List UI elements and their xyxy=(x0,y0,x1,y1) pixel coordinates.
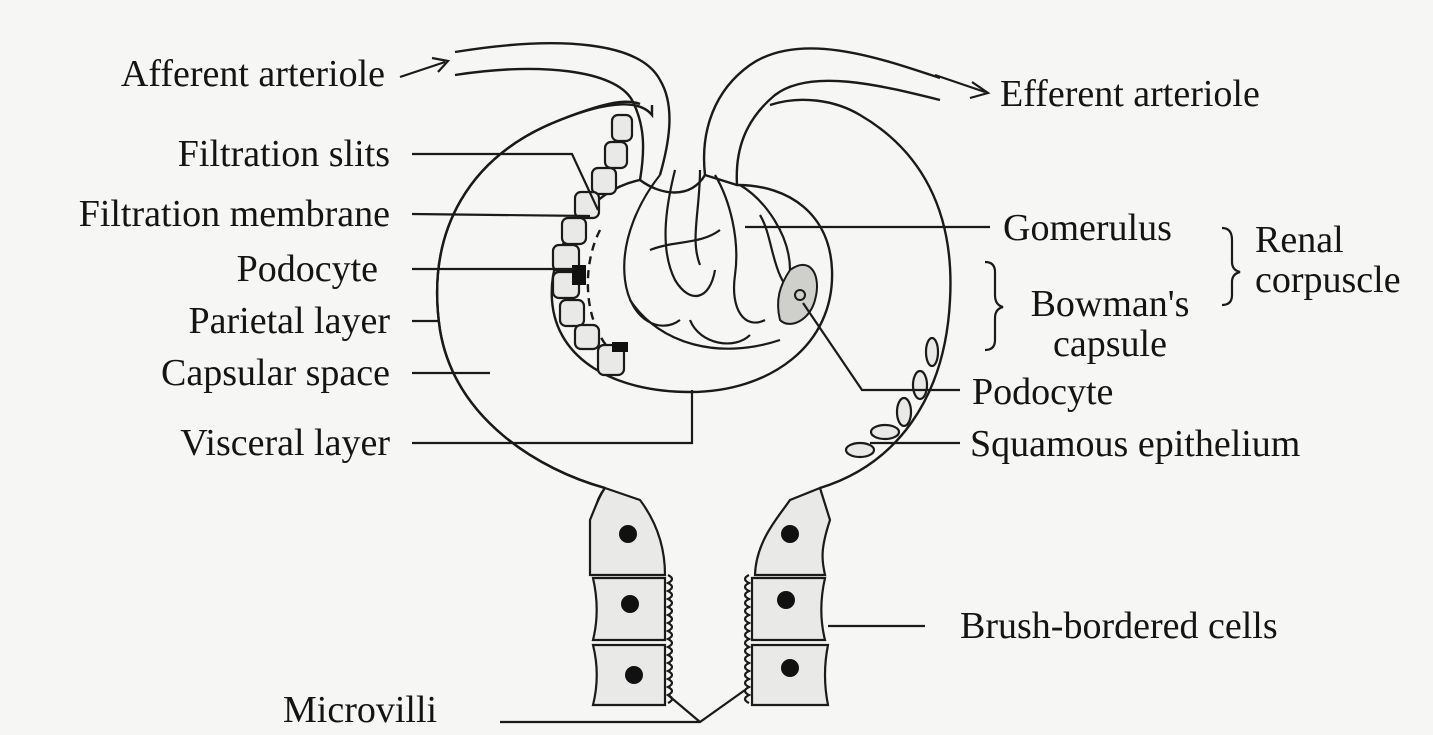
label-afferent-arteriole: Afferent arteriole xyxy=(40,52,385,96)
label-capsular-space: Capsular space xyxy=(40,351,390,395)
squamous-epithelium-cells xyxy=(846,338,938,457)
label-podocyte-left: Podocyte xyxy=(40,247,378,291)
leader-filtration-membrane xyxy=(412,214,590,216)
label-glomerulus: Gomerulus xyxy=(1003,206,1172,250)
leader-visceral-layer xyxy=(412,390,692,443)
label-filtration-slits: Filtration slits xyxy=(40,132,390,176)
label-renal: Renal xyxy=(1255,218,1344,262)
label-efferent-arteriole: Efferent arteriole xyxy=(1000,72,1260,116)
label-capsule: capsule xyxy=(1010,322,1210,366)
tubule-cells-right xyxy=(752,488,830,705)
microvilli xyxy=(668,575,749,703)
label-parietal-layer: Parietal layer xyxy=(40,299,390,343)
label-bowmans: Bowman's xyxy=(1010,282,1210,326)
leader-filtration-slits xyxy=(412,154,598,210)
tubule-cells-left xyxy=(590,488,665,705)
label-podocyte-right: Podocyte xyxy=(972,370,1113,414)
brace-bowmans-capsule xyxy=(985,262,1003,350)
label-visceral-layer: Visceral layer xyxy=(40,421,390,465)
label-microvilli: Microvilli xyxy=(283,688,437,732)
label-squamous-epithelium: Squamous epithelium xyxy=(970,422,1300,466)
glomerulus-capillaries xyxy=(624,170,800,349)
label-brush-bordered-cells: Brush-bordered cells xyxy=(960,604,1278,648)
brace-renal-corpuscle xyxy=(1222,228,1240,305)
label-filtration-membrane: Filtration membrane xyxy=(0,192,390,236)
label-corpuscle: corpuscle xyxy=(1255,258,1401,302)
